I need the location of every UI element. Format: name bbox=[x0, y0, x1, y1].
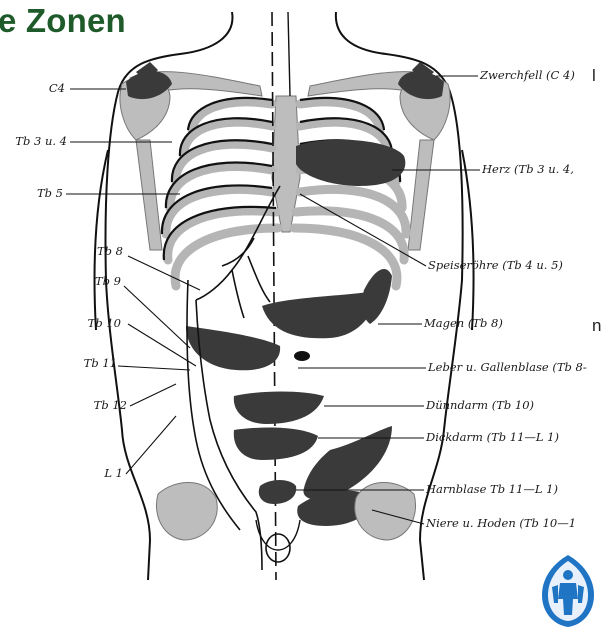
label-tb5: Tb 5 bbox=[37, 186, 63, 200]
ribs-left bbox=[166, 102, 278, 286]
lower-outline bbox=[256, 520, 300, 550]
label-tb9: Tb 9 bbox=[95, 274, 121, 288]
label-herz: Herz (Tb 3 u. 4, bbox=[482, 162, 574, 176]
large-intestine-zone bbox=[234, 428, 318, 460]
label-magen: Magen (Tb 8) bbox=[424, 316, 503, 330]
stomach-zone bbox=[262, 290, 378, 338]
human-figure-emblem-icon bbox=[538, 553, 598, 629]
label-harnblase: Harnblase Tb 11—L 1) bbox=[426, 482, 558, 496]
label-tb3u4: Tb 3 u. 4 bbox=[15, 134, 67, 148]
label-tb10: Tb 10 bbox=[88, 316, 121, 330]
label-tb12: Tb 12 bbox=[94, 398, 127, 412]
navel bbox=[294, 351, 310, 361]
label-leber: Leber u. Gallenblase (Tb 8- bbox=[428, 360, 587, 374]
label-l1: L 1 bbox=[104, 466, 123, 480]
small-intestine-zone bbox=[234, 392, 324, 425]
label-speiseroehre: Speiseröhre (Tb 4 u. 5) bbox=[428, 258, 563, 272]
label-tb11: Tb 11 bbox=[84, 356, 117, 370]
label-c4: C4 bbox=[49, 81, 65, 95]
label-zwerchfell: Zwerchfell (C 4) bbox=[480, 68, 575, 82]
label-duenndarm: Dünndarm (Tb 10) bbox=[426, 398, 534, 412]
bladder-zone bbox=[259, 480, 296, 504]
label-dickdarm: Dickdarm (Tb 11—L 1) bbox=[426, 430, 559, 444]
spleen-zone bbox=[362, 269, 392, 324]
label-niere: Niere u. Hoden (Tb 10—1 bbox=[426, 516, 576, 530]
neck-line bbox=[288, 12, 290, 96]
label-tb8: Tb 8 bbox=[97, 244, 123, 258]
ribs-right bbox=[294, 102, 406, 286]
